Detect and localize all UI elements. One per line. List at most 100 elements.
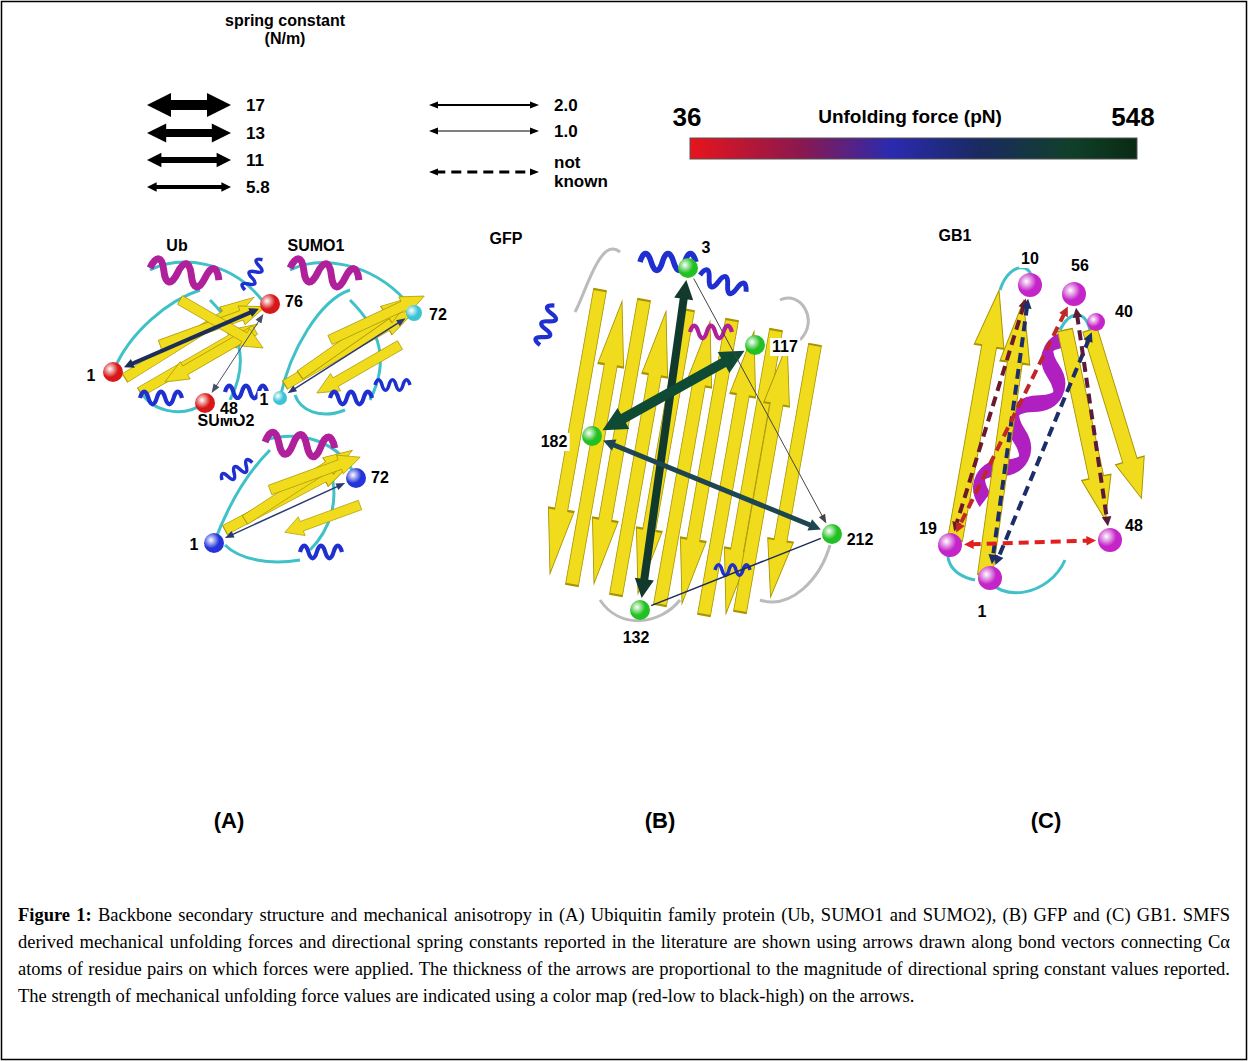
legend-item: 13 (146, 121, 265, 145)
gb1-cartoon (940, 268, 1156, 593)
legend-arrow (147, 153, 231, 167)
residue-sphere: 56 (1062, 282, 1086, 306)
arrow-shaft (993, 306, 1027, 558)
legend-text: not known (554, 153, 616, 191)
arrow-head (1086, 536, 1096, 546)
arrow-head (124, 359, 135, 368)
arrow-shaft (130, 311, 253, 364)
force-arrow (1073, 308, 1112, 526)
protein-name: GB1 (939, 227, 972, 245)
arrow-head (248, 308, 259, 317)
arrow-head (1059, 307, 1068, 318)
force-arrow (288, 318, 406, 393)
residue-number: 1 (188, 536, 201, 554)
arrow-head (819, 514, 826, 524)
legend-item: 17 (146, 90, 265, 120)
arrow-head (956, 522, 965, 533)
legend-item: 2.0 (428, 93, 578, 117)
sumo2-cartoon (219, 458, 255, 485)
force-arrow (964, 536, 1096, 549)
arrow-shaft (644, 293, 685, 585)
ubiquitin-cartoon (148, 258, 221, 291)
panel-label: (A) (214, 808, 245, 833)
residue-sphere: 3 (678, 258, 698, 278)
gb1-cartoon (970, 299, 1038, 577)
legend-text: 5.8 (246, 178, 270, 197)
residue-number: 72 (369, 469, 391, 487)
residue-number: 1 (976, 603, 989, 621)
force-arrow (995, 332, 1093, 565)
arrow-shaft (154, 185, 225, 189)
residue-sphere: 117 (745, 335, 765, 355)
residue-number: 1 (85, 367, 98, 385)
arrow-shaft (971, 541, 1090, 545)
force-arrow (124, 308, 259, 368)
arrow-shaft (215, 319, 260, 387)
arrow-shaft (617, 359, 730, 422)
arrow-shaft (160, 129, 217, 137)
protein-name: SUMO1 (288, 237, 345, 255)
gfp-cartoon (575, 249, 830, 621)
legend-item: 1.0 (428, 119, 578, 143)
arrow-head (602, 408, 629, 430)
arrow-head (1022, 299, 1032, 309)
legend-sample (146, 90, 232, 120)
protein-name: GFP (490, 230, 523, 248)
legend-sample (428, 119, 540, 143)
arrow-head (429, 128, 438, 135)
legend-arrow (429, 168, 539, 175)
arrow-shaft (157, 157, 221, 163)
arrow-head (603, 440, 616, 451)
panel-label: (B) (645, 808, 676, 833)
legend-item: 5.8 (146, 175, 270, 199)
ubiquitin-cartoon (240, 257, 267, 293)
sumo1-cartoon (288, 258, 361, 291)
gfp-cartoon (534, 303, 560, 347)
arrow-shaft (435, 171, 532, 174)
residue-number: 19 (917, 520, 939, 538)
arrow-head (147, 182, 157, 192)
arrow-shaft (231, 486, 340, 536)
legend-arrow (147, 182, 231, 192)
arrow-head (225, 531, 235, 538)
force-arrow (225, 483, 345, 538)
arrow-head (530, 168, 539, 175)
arrow-shaft (959, 313, 1065, 527)
legend-arrow (429, 128, 539, 135)
arrow-head (964, 539, 974, 549)
legend-sample (146, 121, 232, 145)
arrow-shaft (998, 338, 1089, 558)
arrow-head (147, 123, 166, 142)
arrow-head (207, 93, 231, 117)
arrow-shaft (164, 100, 214, 110)
panel-label: (C) (1031, 808, 1062, 833)
residue-number: 76 (283, 293, 305, 311)
legend-text: 13 (246, 124, 265, 143)
residue-sphere: 72 (346, 468, 366, 488)
arrow-head (530, 128, 539, 135)
sumo1-cartoon (375, 380, 410, 391)
arrow-shaft (651, 538, 821, 605)
force-arrow (956, 307, 1068, 533)
arrow-head (221, 182, 231, 192)
arrow-shaft (1077, 315, 1107, 520)
arrow-head (718, 351, 745, 373)
force-arrow (651, 538, 821, 605)
legend-text: 17 (246, 96, 265, 115)
color-bar (690, 138, 1137, 159)
gb1-cartoon (1050, 327, 1120, 523)
legend-sample (146, 148, 232, 172)
residue-number: 182 (539, 433, 570, 451)
sumo2-cartoon (264, 432, 336, 459)
sumo1-cartoon (326, 287, 429, 349)
arrow-head (212, 123, 231, 142)
residue-sphere: 76 (260, 294, 280, 314)
residue-sphere: 19 (938, 533, 962, 557)
residue-number: 56 (1069, 257, 1091, 275)
residue-number: 48 (218, 400, 240, 418)
gb1-cartoon (1076, 326, 1156, 503)
colorbar-max: 548 (1111, 102, 1154, 132)
arrow-head (995, 554, 1004, 565)
legend-sample (428, 93, 540, 117)
